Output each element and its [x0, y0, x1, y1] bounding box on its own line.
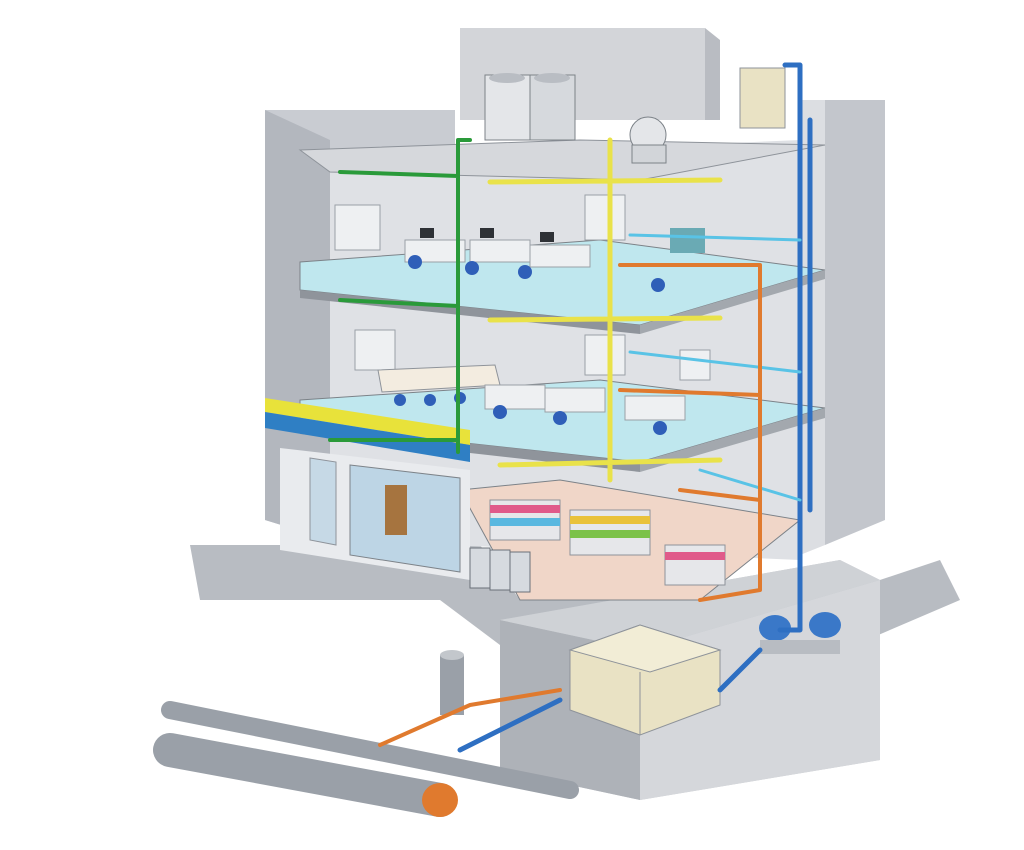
- basement-pumps: [759, 612, 841, 654]
- pipe-network: [328, 62, 813, 753]
- vending-machines-icon: [469, 547, 531, 593]
- atm-icon: [385, 485, 407, 535]
- hvac-duct: [487, 137, 723, 483]
- cabinet: [334, 204, 381, 251]
- cold-water-pipe: [628, 233, 802, 502]
- rooftop-condensing-units: [484, 73, 576, 141]
- refrigerant-pipe: [328, 138, 472, 454]
- shelf-icon: [489, 499, 726, 586]
- storefront-band-yellow: [265, 398, 470, 445]
- shelf-unit: [354, 329, 396, 371]
- rooftop-water-tank: [739, 67, 786, 129]
- storefront-door: [309, 457, 337, 546]
- fan-grille-icon: [484, 74, 531, 141]
- office-floor-2: [354, 329, 711, 435]
- water-supply-pipe: [457, 62, 813, 753]
- kitchenette: [584, 194, 626, 241]
- retail-ground-floor: [469, 499, 726, 593]
- storefront-band-blue: [265, 412, 470, 462]
- rooftop-blower: [629, 116, 667, 164]
- municipal-sewer-main: [153, 650, 579, 817]
- roof-slab: [298, 139, 826, 181]
- chair-icons: [408, 255, 665, 292]
- office-chairs-2: [493, 405, 667, 435]
- pump-icon: [759, 615, 791, 641]
- office-floor-3: [334, 194, 705, 292]
- basement-receiving-tank: [568, 624, 722, 736]
- pipe-icon: [161, 701, 579, 799]
- desk-icon: [404, 228, 591, 268]
- tank-icon: [739, 67, 786, 129]
- drain-pipe: [378, 263, 762, 747]
- storefront: [265, 398, 470, 580]
